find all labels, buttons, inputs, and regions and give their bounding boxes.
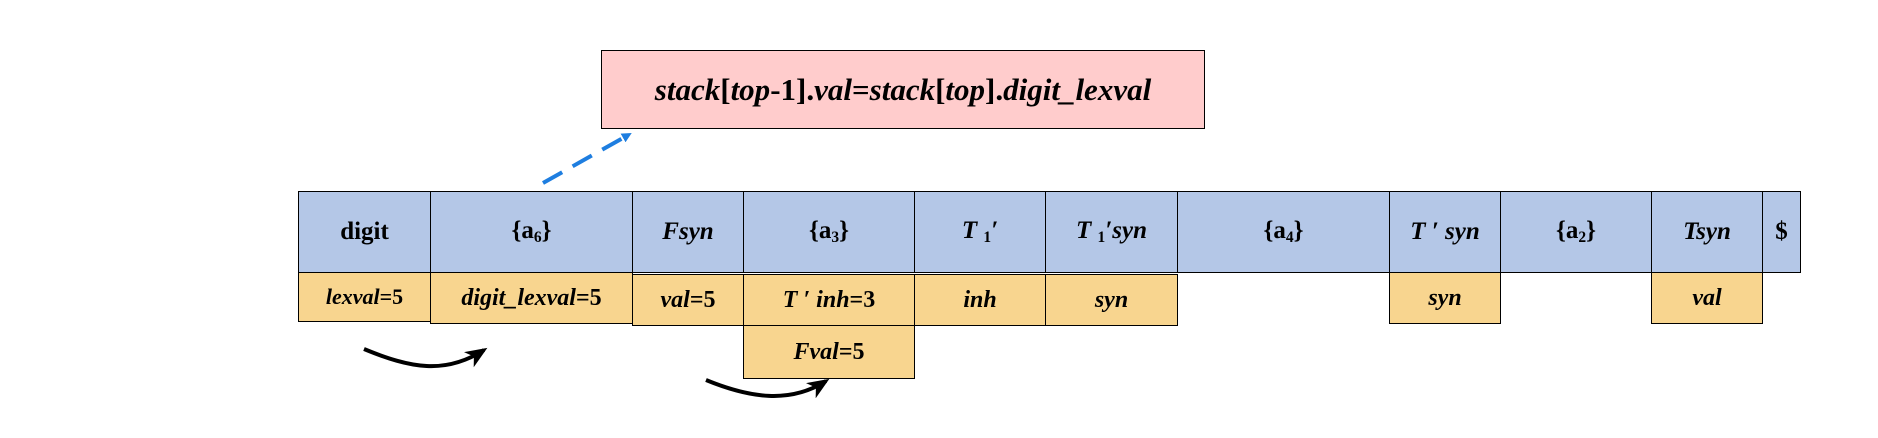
formula-text: stack[top-1].val=stack[top].digit_lexval bbox=[654, 71, 1152, 107]
attr-digit-lexval: digit_lexval=5 bbox=[430, 272, 633, 324]
attr-tsyn-val: val bbox=[1651, 272, 1763, 324]
curved-arrow-fval bbox=[705, 378, 830, 399]
attr-fval: Fval=5 bbox=[743, 325, 915, 379]
stack-cell-t1-prime: T 1′ bbox=[914, 191, 1046, 273]
stack-cell-end-marker: $ bbox=[1762, 191, 1801, 273]
attr-t1-syn: syn bbox=[1045, 274, 1178, 326]
attr-t-prime-syn: syn bbox=[1389, 272, 1501, 324]
action-formula-box: stack[top-1].val=stack[top].digit_lexval bbox=[601, 50, 1205, 129]
stack-cell-action-a6: {a6} bbox=[430, 191, 633, 273]
stack-cell-action-a3: {a3} bbox=[743, 191, 915, 273]
attr-inh: inh bbox=[914, 274, 1046, 326]
dashed-arrow bbox=[542, 132, 632, 185]
stack-cell-t1-prime-syn: T 1′syn bbox=[1045, 191, 1178, 273]
attr-lexval: lexval=5 bbox=[298, 272, 431, 322]
stack-cell-tsyn: Tsyn bbox=[1651, 191, 1763, 273]
stack-cell-digit: digit bbox=[298, 191, 431, 273]
attr-t-prime-inh: T ′ inh=3 bbox=[743, 274, 915, 326]
curved-arrow-lexval bbox=[363, 347, 488, 369]
stack-cell-action-a2: {a2} bbox=[1500, 191, 1652, 273]
attr-val: val=5 bbox=[632, 274, 744, 326]
